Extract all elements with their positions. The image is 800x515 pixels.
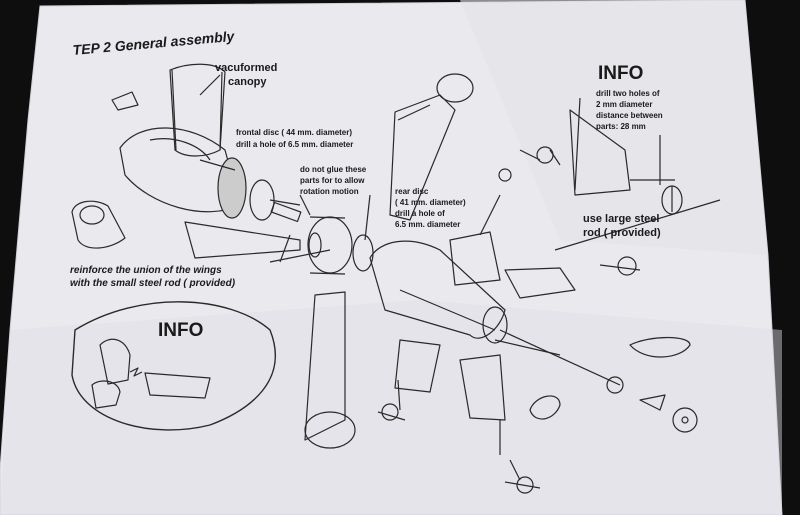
tail-fin-right — [504, 267, 576, 299]
reinforce-label-2: with the small steel rod ( provided) — [70, 278, 236, 289]
frontal-disc-drill-label: drill a hole of 6.5 mm. diameter — [236, 140, 354, 149]
tail-fin-bottom — [459, 354, 506, 421]
rear-disc-label-2: ( 41 mm. diameter) — [395, 198, 466, 207]
no-glue-label-1: do not glue these — [300, 165, 367, 174]
no-glue-label-3: rotation motion — [300, 187, 359, 196]
info-wing-detail — [569, 109, 631, 196]
tail-rod — [499, 329, 621, 386]
rear-disc-label-1: rear disc — [395, 187, 429, 196]
reinforce-label-1: reinforce the union of the wings — [70, 265, 222, 276]
rear-disc-label-3: drill a hole of — [395, 209, 445, 218]
rear-disc-label-4: 6.5 mm. diameter — [395, 220, 461, 229]
info-top-rod-1: use large steel — [583, 213, 660, 225]
vacuformed-label: vacuformed — [215, 62, 278, 74]
info-top-line-3: distance between — [596, 111, 663, 120]
info-top-rod-2: rod ( provided) — [583, 227, 661, 239]
frontal-disc-label: frontal disc ( 44 mm. diameter) — [236, 128, 353, 137]
wing-left — [184, 221, 301, 259]
small-part — [111, 91, 139, 111]
info-top-line-1: drill two holes of — [596, 89, 660, 98]
rear-fuselage — [369, 240, 506, 339]
info-bottom-heading: INFO — [158, 320, 204, 341]
tail-fin-top — [449, 231, 501, 286]
engine-pod — [71, 200, 126, 249]
info-top-heading: INFO — [598, 63, 644, 84]
tail-fin-left — [394, 339, 441, 393]
info-bubble — [71, 301, 276, 431]
no-glue-label-2: parts for to allow — [300, 176, 365, 185]
frontal-disc — [249, 179, 275, 221]
info-top-line-2: 2 mm diameter — [596, 100, 653, 109]
info-top-line-4: parts: 28 mm — [596, 122, 646, 131]
wing-bottom — [304, 291, 346, 441]
canopy-label: canopy — [228, 76, 267, 88]
wing-top — [389, 94, 456, 221]
